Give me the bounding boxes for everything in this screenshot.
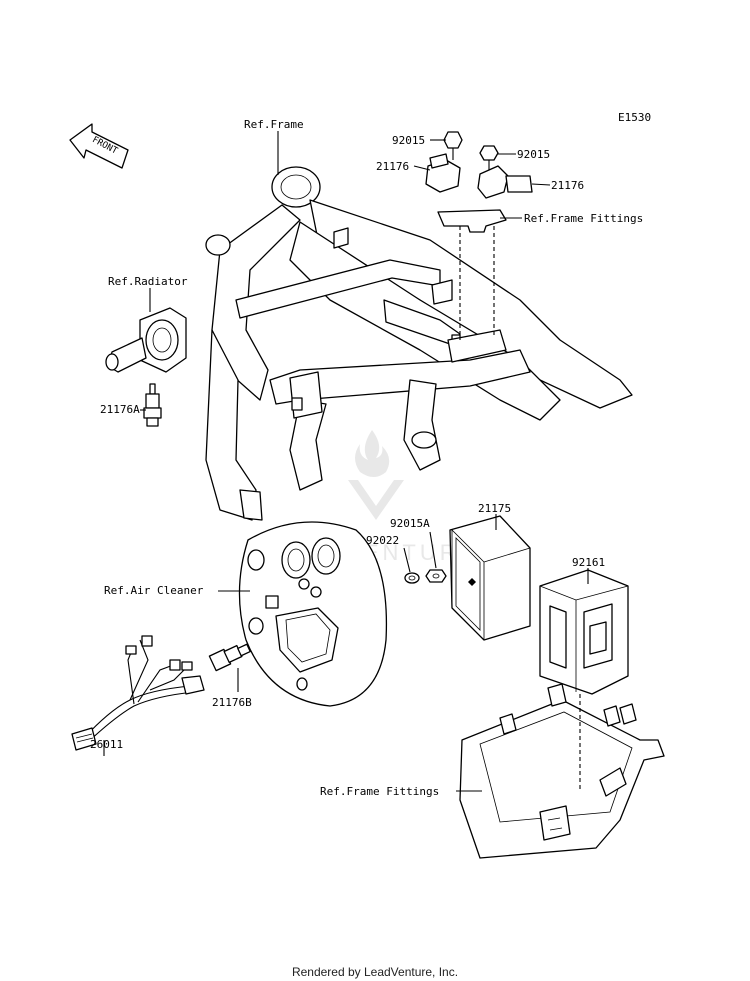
ecu-tray bbox=[459, 683, 665, 859]
label-21176-a: 21176 bbox=[376, 160, 409, 173]
wire-harness-26011 bbox=[71, 635, 205, 751]
radiator-housing bbox=[105, 307, 187, 373]
nut-92015A bbox=[425, 569, 447, 583]
label-92015A: 92015A bbox=[390, 517, 430, 530]
label-ref-frame-fittings-top: Ref.Frame Fittings bbox=[524, 212, 643, 225]
label-21176B: 21176B bbox=[212, 696, 252, 709]
bolt-92015-right bbox=[479, 145, 499, 170]
front-arrow-icon: FRONT bbox=[69, 123, 129, 169]
ecu-cover-92161 bbox=[539, 569, 629, 695]
label-92022: 92022 bbox=[366, 534, 399, 547]
label-21176A: 21176A bbox=[100, 403, 140, 416]
air-cleaner-plate bbox=[238, 521, 388, 707]
sensor-bracket bbox=[437, 209, 507, 233]
washer-92022 bbox=[404, 572, 420, 584]
label-92015-a: 92015 bbox=[392, 134, 425, 147]
label-ref-air-cleaner: Ref.Air Cleaner bbox=[104, 584, 204, 597]
label-21176-b: 21176 bbox=[551, 179, 584, 192]
label-92161: 92161 bbox=[572, 556, 605, 569]
label-ref-frame: Ref.Frame bbox=[244, 118, 304, 131]
ecu-21175 bbox=[449, 515, 531, 641]
frame-drawing bbox=[205, 166, 633, 521]
sensor-21176-left bbox=[425, 153, 461, 193]
label-92015-b: 92015 bbox=[517, 148, 550, 161]
sensor-21176B bbox=[208, 643, 251, 672]
sensor-21176A bbox=[143, 383, 162, 427]
label-ref-radiator: Ref.Radiator bbox=[108, 275, 188, 288]
sensor-21176-right bbox=[477, 165, 533, 199]
diagram-code: E1530 bbox=[618, 111, 651, 124]
label-ref-frame-fittings-bottom: Ref.Frame Fittings bbox=[320, 785, 439, 798]
label-26011: 26011 bbox=[90, 738, 123, 751]
label-21175: 21175 bbox=[478, 502, 511, 515]
footer-credit: Rendered by LeadVenture, Inc. bbox=[292, 965, 458, 979]
